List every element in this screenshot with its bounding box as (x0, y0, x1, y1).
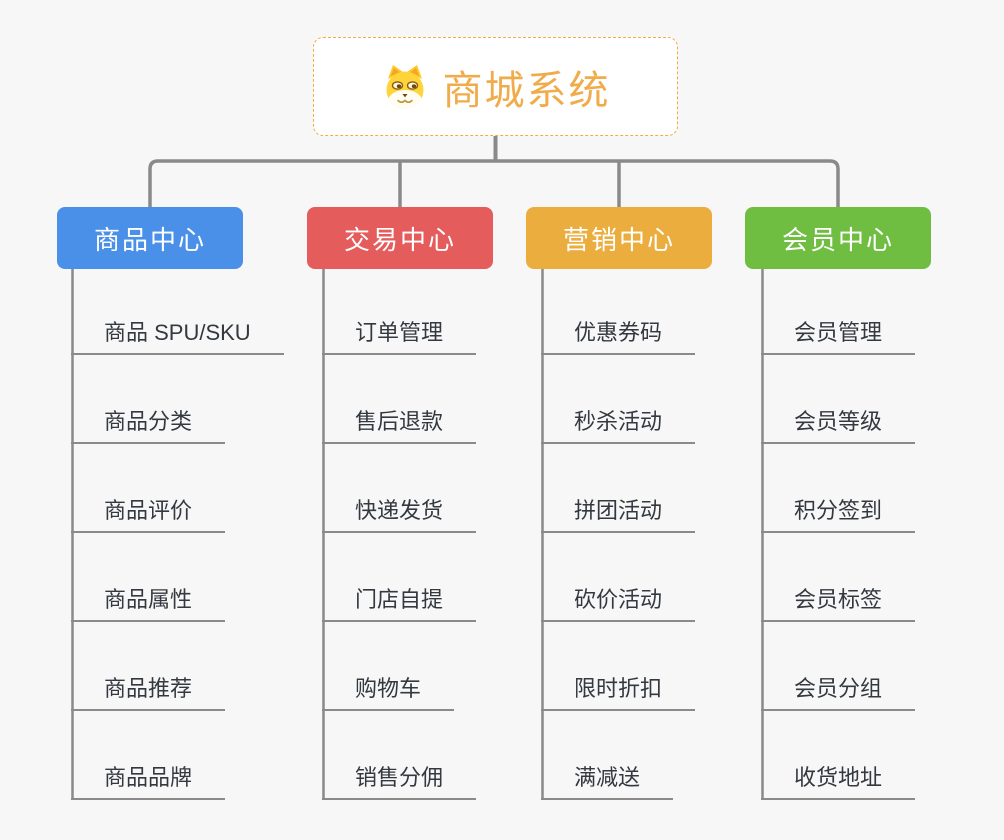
mindmap-leaf[interactable]: 购物车 (322, 674, 455, 711)
mindmap-leaf[interactable]: 商品评价 (71, 496, 226, 533)
mindmap-leaf[interactable]: 销售分佣 (322, 763, 477, 800)
mindmap-leaf[interactable]: 优惠券码 (541, 318, 696, 355)
mindmap-leaf[interactable]: 商品属性 (71, 585, 226, 622)
mindmap-leaf[interactable]: 会员标签 (761, 585, 916, 622)
branch-header-member-center[interactable]: 会员中心 (745, 207, 931, 269)
mindmap-leaf[interactable]: 限时折扣 (541, 674, 696, 711)
branch-header-marketing-center[interactable]: 营销中心 (526, 207, 712, 269)
branch-header-product-center[interactable]: 商品中心 (57, 207, 243, 269)
mindmap-leaf[interactable]: 拼团活动 (541, 496, 696, 533)
mindmap-leaf[interactable]: 满减送 (541, 763, 674, 800)
mindmap-leaf[interactable]: 商品分类 (71, 407, 226, 444)
mindmap-leaf[interactable]: 快递发货 (322, 496, 477, 533)
mindmap-leaf[interactable]: 售后退款 (322, 407, 477, 444)
dog-icon (381, 63, 429, 111)
mindmap-leaf[interactable]: 会员分组 (761, 674, 916, 711)
mindmap-leaf[interactable]: 商品 SPU/SKU (71, 318, 284, 355)
root-title: 商城系统 (442, 68, 611, 113)
mindmap-leaf[interactable]: 收货地址 (761, 763, 916, 800)
mindmap-leaf[interactable]: 商品品牌 (71, 763, 226, 800)
mindmap-leaf[interactable]: 积分签到 (761, 496, 916, 533)
mindmap-leaf[interactable]: 会员管理 (761, 318, 916, 355)
mindmap-leaf[interactable]: 商品推荐 (71, 674, 226, 711)
root-node[interactable]: 商城系统 (313, 37, 678, 136)
mindmap-leaf[interactable]: 订单管理 (322, 318, 477, 355)
branch-header-trade-center[interactable]: 交易中心 (307, 207, 493, 269)
mindmap-leaf[interactable]: 会员等级 (761, 407, 916, 444)
mindmap-leaf[interactable]: 门店自提 (322, 585, 477, 622)
mindmap-leaf[interactable]: 秒杀活动 (541, 407, 696, 444)
mindmap-leaf[interactable]: 砍价活动 (541, 585, 696, 622)
